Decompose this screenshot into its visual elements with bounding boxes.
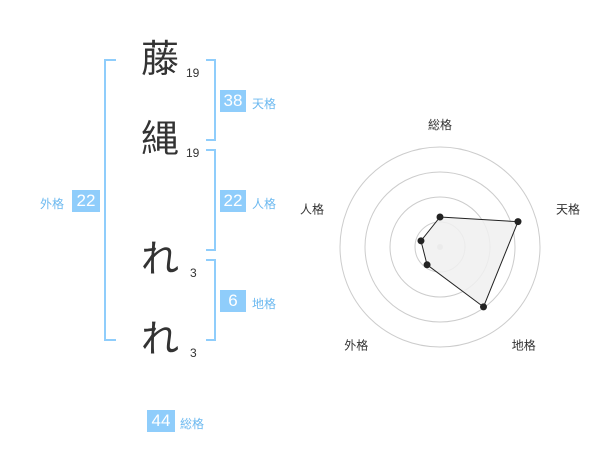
radar-point-1 [436, 213, 444, 221]
radar-point-4 [423, 261, 431, 269]
radar-points [417, 213, 522, 311]
chikaku-value: 6 [220, 290, 246, 312]
radar-point-5 [417, 237, 425, 245]
name-char-4: れ [140, 317, 179, 361]
radar-ring [364, 171, 516, 323]
stroke-count-2: 19 [186, 146, 200, 160]
soukaku-label: 総格 [180, 417, 205, 431]
soukaku-value: 44 [147, 410, 175, 432]
gaikaku-value: 22 [72, 190, 100, 212]
name-char-1: 藤 [140, 37, 179, 81]
name-char-3: れ [140, 237, 179, 281]
stroke-count-4: 3 [190, 346, 197, 360]
bracket-lines [104, 59, 216, 341]
jinkaku-label: 人格 [252, 197, 277, 211]
tenkaku-value: 38 [220, 90, 246, 112]
radar-axis-label-4: 外格 [344, 338, 368, 353]
stroke-count-3: 3 [190, 266, 197, 280]
name-char-2: 縄 [140, 117, 179, 161]
tenkaku-label: 天格 [252, 97, 277, 111]
tenkaku-bracket [206, 59, 216, 141]
stroke-count-1: 19 [186, 66, 200, 80]
chikaku-bracket [206, 259, 216, 341]
jinkaku-bracket [206, 149, 216, 251]
chikaku-label: 地格 [252, 297, 277, 311]
radar-axis-label-1: 総格 [428, 117, 452, 132]
radar-series-area [420, 216, 519, 308]
radar-axis-label-3: 地格 [512, 338, 536, 353]
radar-area [420, 216, 519, 308]
outer-bracket [104, 59, 116, 341]
radar-axis-label-5: 人格 [300, 201, 324, 216]
jinkaku-value: 22 [220, 190, 246, 212]
radar-ring [339, 146, 541, 348]
radar-point-3 [479, 303, 487, 311]
gaikaku-label: 外格 [40, 197, 65, 211]
radar-point-2 [514, 218, 522, 226]
radar-axis-label-2: 天格 [556, 201, 580, 216]
